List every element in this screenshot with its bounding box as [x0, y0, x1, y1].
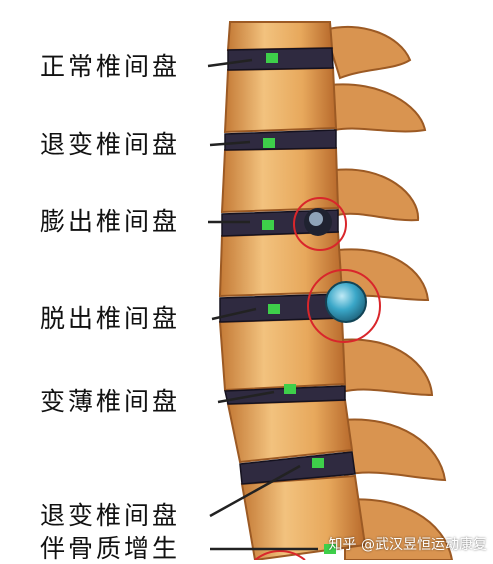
bulge-nucleus [304, 208, 332, 236]
vertebral-bodies [218, 21, 367, 560]
label-normal-disc: 正常椎间盘 [40, 52, 181, 81]
label-degenerated-disc: 退变椎间盘 [40, 130, 181, 159]
disc-herniated [219, 293, 343, 323]
label-herniated-disc: 脱出椎间盘 [40, 304, 181, 333]
leader-lines [207, 58, 318, 551]
highlight-rings [254, 197, 381, 560]
disc-markers [262, 53, 336, 554]
label-thinned-disc: 变薄椎间盘 [40, 387, 181, 416]
posterior-processes [323, 25, 454, 560]
watermark: 知乎 @武汉昱恒运动康复 [328, 537, 487, 553]
herniated-nucleus [325, 281, 367, 323]
label-degenerated-disc-lower: 退变椎间盘 [40, 501, 181, 530]
label-bone-spur: 伴骨质增生 [40, 534, 181, 563]
disc-degenerated [224, 129, 337, 151]
disc-normal [227, 47, 334, 71]
label-bulging-disc: 膨出椎间盘 [40, 207, 181, 236]
